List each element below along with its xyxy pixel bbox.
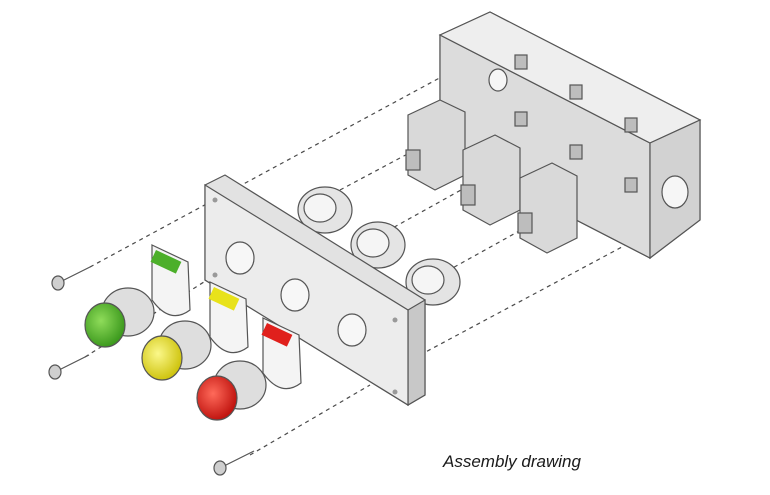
guide-line — [419, 239, 636, 356]
guide-line — [249, 384, 371, 456]
threaded-rings — [297, 186, 461, 306]
guide-line — [439, 224, 531, 276]
pushbutton-red — [196, 360, 267, 421]
threaded-ring — [350, 221, 406, 269]
screw — [51, 265, 93, 291]
pushbutton-green — [84, 287, 155, 348]
contact-block — [517, 162, 578, 254]
guide-line — [339, 149, 416, 191]
screw — [213, 450, 255, 476]
push-buttons — [84, 287, 267, 421]
legend-holder-yellow — [208, 281, 249, 354]
legend-holder-green — [150, 244, 191, 317]
cover-plate — [204, 174, 426, 407]
enclosure — [438, 11, 702, 260]
contact-blocks — [405, 99, 578, 254]
guide-line — [89, 74, 446, 268]
threaded-ring — [297, 186, 353, 234]
pushbutton-yellow — [141, 320, 212, 381]
contact-block — [405, 99, 466, 191]
threaded-ring — [405, 258, 461, 306]
caption: Assembly drawing — [443, 452, 581, 471]
screw — [48, 354, 90, 380]
contact-block — [460, 134, 521, 226]
legend-holders — [150, 244, 302, 390]
screws — [48, 265, 255, 476]
